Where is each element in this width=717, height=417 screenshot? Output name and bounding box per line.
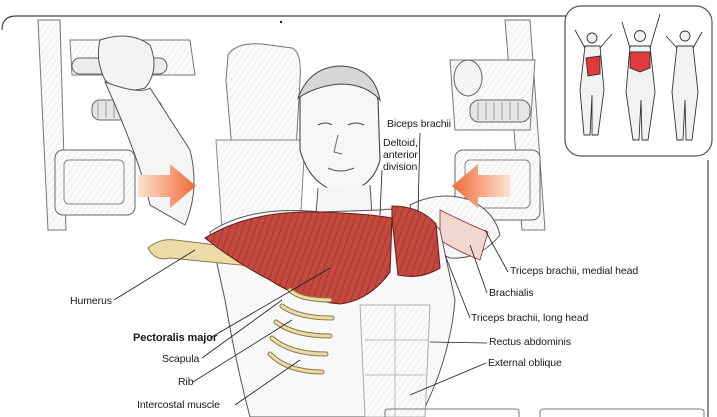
muscle-figures-icon <box>564 5 713 157</box>
label-rectus-abdominis: Rectus abdominis <box>489 336 571 348</box>
seat-back <box>215 43 306 231</box>
frame <box>1 15 709 417</box>
label-rib: Rib <box>178 376 194 388</box>
label-scapula: Scapula <box>162 353 200 365</box>
label-humerus: Humerus <box>70 295 112 307</box>
biceps-area <box>439 209 489 261</box>
leader-lines <box>113 132 509 406</box>
label-deltoid-anterior: Deltoid, anterior division <box>383 137 443 173</box>
head <box>296 65 381 221</box>
pectoralis-major-left <box>204 211 393 305</box>
label-intercostal-muscle: Intercostal muscle <box>137 399 220 411</box>
caption-box-2 <box>539 408 705 417</box>
pectoralis-major-right <box>391 205 441 277</box>
label-brachialis: Brachialis <box>489 287 534 299</box>
label-pectoralis-major: Pectoralis major <box>133 332 217 344</box>
label-deltoid-line2: anterior <box>383 149 418 161</box>
label-deltoid-line1: Deltoid, <box>383 137 418 149</box>
label-biceps-brachii: Biceps brachii <box>387 118 451 130</box>
rectus-lines <box>365 305 428 417</box>
arrow-right-icon <box>138 164 196 208</box>
label-deltoid-line3: division <box>383 161 418 173</box>
label-external-oblique: External oblique <box>488 357 562 369</box>
rib-highlight <box>268 288 334 374</box>
arrow-left-icon <box>452 164 510 208</box>
label-triceps-long: Triceps brachii, long head <box>471 312 589 324</box>
label-triceps-medial: Triceps brachii, medial head <box>510 265 639 277</box>
caption-box-1 <box>384 408 520 417</box>
left-hand <box>97 35 155 91</box>
